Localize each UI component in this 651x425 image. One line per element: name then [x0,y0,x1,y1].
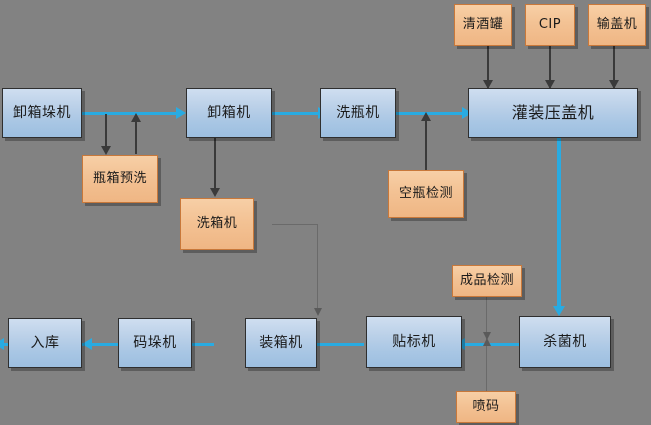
line-emptyinspect-to-flow [425,118,427,170]
node-packer[interactable]: 装箱机 [245,318,317,368]
node-palletizer[interactable]: 码垛机 [118,318,192,368]
node-cap-feeder-label: 输盖机 [596,16,638,32]
line-brighttank-to-filler [487,46,489,88]
line-cratewasher-elbow-v [317,224,318,312]
line-cip-to-filler [549,46,551,88]
node-empty-bottle-inspect-label: 空瓶检测 [398,185,453,201]
flow-pasteurizer-to-labeler [463,343,519,346]
node-labeler-label: 贴标机 [392,333,436,350]
node-cip[interactable]: CIP [525,4,575,46]
line-prewash-to-flow [135,120,137,154]
node-empty-bottle-inspect[interactable]: 空瓶检测 [388,170,464,218]
node-depalletizer-label: 卸箱垛机 [13,104,71,121]
node-crate-washer[interactable]: 洗箱机 [180,198,254,250]
flow-filler-to-pasteurizer [557,138,561,312]
arrowhead-to-prewash [101,146,111,155]
node-pasteurizer[interactable]: 杀菌机 [519,316,611,368]
arrowhead-emptyinspect [421,112,431,121]
arrowhead-to-pasteurizer [553,306,565,316]
line-coder-to-flow [486,344,487,392]
arrowhead-brighttank [483,80,493,89]
node-filler-capper-label: 灌装压盖机 [511,102,595,122]
node-coder-label: 喷码 [472,398,500,414]
arrowhead-to-warehouse [0,338,4,350]
arrowhead-capfeeder [609,80,619,89]
node-warehouse[interactable]: 入库 [8,318,82,368]
node-palletizer-label: 码垛机 [133,334,177,351]
node-coder[interactable]: 喷码 [456,391,516,423]
line-cratewasher-elbow-h [272,224,318,225]
node-finished-inspect[interactable]: 成品检测 [452,265,522,297]
arrowhead-warehouse-entry [82,338,92,350]
node-filler-capper[interactable]: 灌装压盖机 [468,88,638,138]
node-cap-feeder[interactable]: 输盖机 [588,4,646,46]
node-bright-beer-tank[interactable]: 清酒罐 [454,4,512,46]
node-pasteurizer-label: 杀菌机 [543,333,587,350]
flow-uncaser-to-bottlewasher [272,112,320,115]
arrowhead-to-uncaser [176,107,186,119]
node-bottle-crate-prewash-label: 瓶箱预洗 [92,170,147,186]
node-finished-inspect-label: 成品检测 [459,272,514,288]
node-bottle-crate-prewash[interactable]: 瓶箱预洗 [82,155,158,203]
node-labeler[interactable]: 贴标机 [366,316,462,368]
arrowhead-prewash-return [131,113,141,122]
line-finishedinspect-to-flow [486,296,487,344]
node-cip-label: CIP [538,16,562,32]
flow-bottlewasher-to-filler [396,112,468,115]
node-bottle-washer-label: 洗瓶机 [336,104,380,121]
line-uncaser-to-cratewasher [214,138,216,190]
arrowhead-cip [545,80,555,89]
arrowhead-finishedinspect [483,332,491,340]
node-warehouse-label: 入库 [30,334,60,351]
flow-depalletizer-to-uncaser [82,112,178,115]
arrowhead-to-cratewasher [210,188,220,197]
arrowhead-to-filler [462,107,472,119]
node-uncaser[interactable]: 卸箱机 [186,88,272,138]
arrowhead-to-packer-from-cratewasher [314,308,322,316]
node-uncaser-label: 卸箱机 [207,104,251,121]
node-crate-washer-label: 洗箱机 [196,215,238,231]
arrowhead-coder [483,338,491,346]
line-capfeeder-to-filler [613,46,615,88]
flow-labeler-to-packer [270,343,364,346]
line-depalletizer-to-prewash [105,114,107,148]
node-depalletizer[interactable]: 卸箱垛机 [2,88,82,138]
node-bottle-washer[interactable]: 洗瓶机 [320,88,396,138]
node-bright-beer-tank-label: 清酒罐 [462,16,504,32]
node-packer-label: 装箱机 [259,334,303,351]
flow-palletizer-segment [88,343,126,346]
